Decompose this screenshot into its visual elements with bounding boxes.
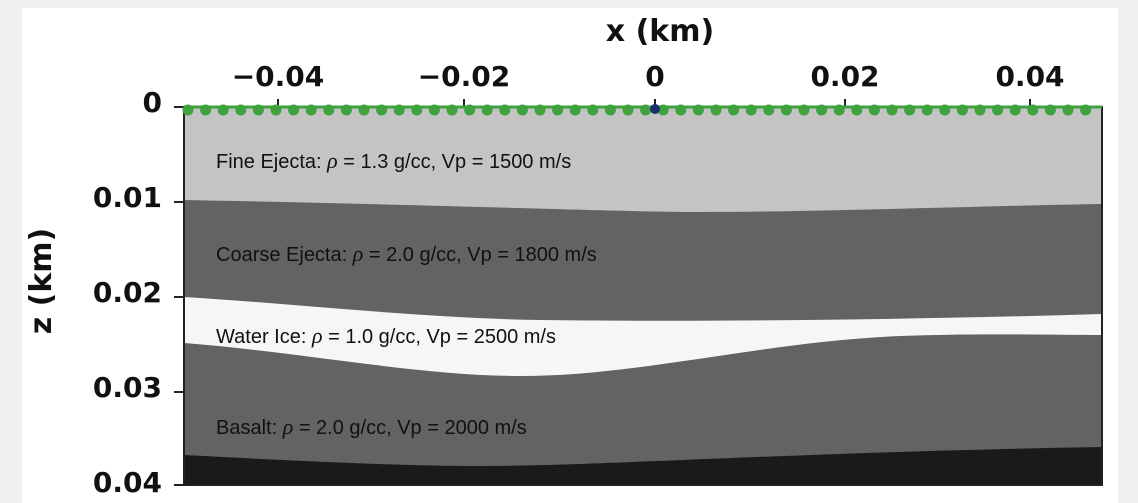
receiver-marker: [288, 104, 300, 116]
receiver-marker: [1062, 104, 1074, 116]
receiver-marker: [710, 104, 722, 116]
receiver-marker: [464, 104, 476, 116]
basalt-label: Basalt: ρ = 2.0 g/cc, Vp = 2000 m/s: [216, 414, 527, 439]
receiver-marker: [1044, 104, 1056, 116]
receiver-marker: [692, 104, 704, 116]
receiver-marker: [393, 104, 405, 116]
y-tick-label: 0.04: [92, 466, 162, 499]
receiver-marker: [534, 104, 546, 116]
receiver-marker: [1009, 104, 1021, 116]
x-tick-label: 0.02: [810, 60, 880, 93]
receiver-marker: [516, 104, 528, 116]
receiver-marker: [604, 104, 616, 116]
receiver-marker: [763, 104, 775, 116]
source-marker: [650, 104, 660, 114]
receiver-marker: [640, 104, 652, 116]
receiver-marker: [921, 104, 933, 116]
x-tick-label: 0.04: [995, 60, 1065, 93]
receiver-marker: [798, 104, 810, 116]
receiver-marker: [728, 104, 740, 116]
receiver-marker: [868, 104, 880, 116]
receiver-marker: [217, 104, 229, 116]
receiver-marker: [816, 104, 828, 116]
receiver-marker: [851, 104, 863, 116]
receiver-marker: [745, 104, 757, 116]
y-tick-label: 0: [142, 86, 162, 119]
receiver-marker: [376, 104, 388, 116]
receiver-markers: [182, 104, 1102, 116]
water-ice-label: Water Ice: ρ = 1.0 g/cc, Vp = 2500 m/s: [216, 323, 556, 348]
receiver-marker: [657, 104, 669, 116]
receiver-marker: [446, 104, 458, 116]
receiver-marker: [200, 104, 212, 116]
receiver-marker: [569, 104, 581, 116]
basalt-layer: [184, 334, 1102, 485]
y-tick-label: 0.03: [92, 371, 162, 404]
receiver-marker: [622, 104, 634, 116]
coarse-ejecta-label: Coarse Ejecta: ρ = 2.0 g/cc, Vp = 1800 m…: [216, 241, 597, 266]
receiver-marker: [270, 104, 282, 116]
receiver-marker: [182, 104, 194, 116]
x-axis-label: x (km): [605, 14, 715, 49]
receiver-marker: [886, 104, 898, 116]
y-tick-label: 0.01: [92, 181, 162, 214]
receiver-marker: [675, 104, 687, 116]
receiver-marker: [974, 104, 986, 116]
receiver-marker: [833, 104, 845, 116]
receiver-marker: [780, 104, 792, 116]
receiver-marker: [481, 104, 493, 116]
receiver-marker: [411, 104, 423, 116]
x-tick-label: −0.04: [231, 60, 325, 93]
x-tick-label: −0.02: [417, 60, 511, 93]
deep-layer: [184, 447, 1102, 485]
receiver-marker: [323, 104, 335, 116]
layer-regions: [184, 107, 1102, 485]
receiver-marker: [428, 104, 440, 116]
receiver-marker: [235, 104, 247, 116]
receiver-marker: [1027, 104, 1039, 116]
receiver-marker: [499, 104, 511, 116]
receiver-marker: [305, 104, 317, 116]
y-tick-label: 0.02: [92, 276, 162, 309]
receiver-marker: [939, 104, 951, 116]
receiver-marker: [358, 104, 370, 116]
receiver-marker: [252, 104, 264, 116]
receiver-marker: [904, 104, 916, 116]
receiver-marker: [587, 104, 599, 116]
fine-ejecta-label: Fine Ejecta: ρ = 1.3 g/cc, Vp = 1500 m/s: [216, 148, 572, 173]
receiver-marker: [956, 104, 968, 116]
receiver-marker: [1080, 104, 1092, 116]
x-tick-label: 0: [645, 60, 665, 93]
receiver-marker: [340, 104, 352, 116]
receiver-marker: [992, 104, 1004, 116]
receiver-marker: [552, 104, 564, 116]
